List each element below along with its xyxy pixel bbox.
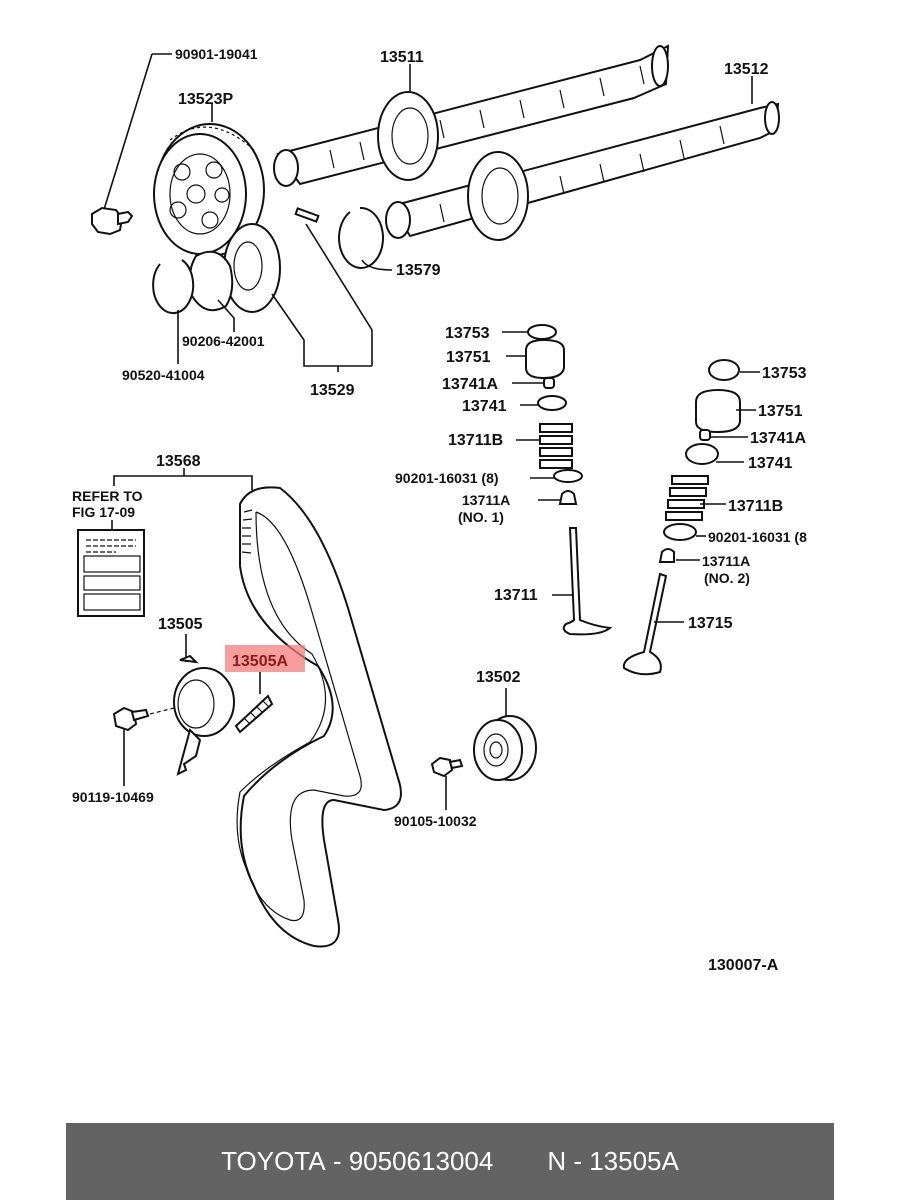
- label-13511[interactable]: 13511: [380, 49, 424, 66]
- label-v1-13741[interactable]: 13741: [462, 398, 507, 415]
- snap-ring-90520: [152, 259, 195, 364]
- timing-belt-13568: [113, 468, 402, 948]
- label-v2-no2[interactable]: (NO. 2): [704, 570, 750, 586]
- camshaft-13512: [385, 76, 780, 241]
- bolt-90119: [112, 706, 175, 786]
- part-number: 9050613004: [348, 1146, 494, 1176]
- idler-pulley-13502: [473, 688, 537, 781]
- bolt-90105: [430, 756, 464, 810]
- label-13529[interactable]: 13529: [310, 382, 355, 399]
- label-90206-42001[interactable]: 90206-42001: [182, 333, 265, 349]
- parts-diagram: 90901-19041 13523P 13511 13512: [72, 44, 807, 974]
- label-13512[interactable]: 13512: [724, 61, 769, 78]
- label-v1-13711[interactable]: 13711: [494, 587, 538, 604]
- reference-label-card: [77, 520, 145, 617]
- label-90119-10469[interactable]: 90119-10469: [72, 789, 154, 805]
- label-v1-13711b[interactable]: 13711B: [448, 432, 503, 449]
- brand-separator: -: [325, 1146, 349, 1176]
- label-v2-90201-16031[interactable]: 90201-16031 (8: [708, 529, 807, 545]
- valve-stack-1: [502, 324, 613, 636]
- fig-ref-text[interactable]: FIG 17-09: [72, 504, 135, 520]
- gear-13529: [223, 223, 372, 372]
- label-v1-13753[interactable]: 13753: [445, 325, 490, 342]
- label-13502[interactable]: 13502: [476, 669, 521, 686]
- label-v2-13715[interactable]: 13715: [688, 615, 733, 632]
- label-v2-13711b[interactable]: 13711B: [728, 498, 783, 515]
- snap-ring-13579: [294, 206, 393, 366]
- label-v1-13711a[interactable]: 13711A: [462, 492, 510, 508]
- highlight-box: [225, 645, 305, 672]
- label-v2-13711a[interactable]: 13711A: [702, 553, 750, 569]
- label-v2-13753[interactable]: 13753: [762, 365, 807, 382]
- label-v1-13751[interactable]: 13751: [446, 349, 491, 366]
- camshaft-13511: [273, 44, 670, 187]
- label-v2-13741[interactable]: 13741: [748, 455, 793, 472]
- label-13505[interactable]: 13505: [158, 616, 203, 633]
- label-13523p[interactable]: 13523P: [178, 91, 233, 108]
- label-v1-no1[interactable]: (NO. 1): [458, 509, 504, 525]
- label-13579[interactable]: 13579: [396, 262, 441, 279]
- ref-separator: -: [566, 1146, 590, 1176]
- label-90901-19041[interactable]: 90901-19041: [175, 46, 258, 62]
- ring-90206: [188, 250, 235, 332]
- label-90105-10032[interactable]: 90105-10032: [394, 813, 477, 829]
- label-v1-13741a[interactable]: 13741A: [442, 376, 498, 393]
- label-13568[interactable]: 13568: [156, 453, 201, 470]
- refer-to-text[interactable]: REFER TO: [72, 488, 143, 504]
- label-90520-41004[interactable]: 90520-41004: [122, 367, 205, 383]
- label-v1-90201-16031[interactable]: 90201-16031 (8): [395, 470, 499, 486]
- figure-id: 130007-A: [708, 957, 779, 974]
- label-13505a-highlighted[interactable]: 13505A: [232, 653, 288, 670]
- label-v2-13751[interactable]: 13751: [758, 403, 803, 420]
- bolt-90901: [91, 53, 172, 236]
- valve-stack-2: [622, 359, 760, 676]
- ref-code: 13505A: [589, 1146, 679, 1176]
- ref-prefix: N: [547, 1146, 567, 1176]
- spring-13505a: [234, 672, 274, 734]
- label-v2-13741a[interactable]: 13741A: [750, 430, 806, 447]
- brand-name: TOYOTA: [221, 1146, 326, 1176]
- tensioner-13505: [173, 634, 235, 776]
- part-info-footer: TOYOTA - 9050613004 N - 13505A: [66, 1123, 834, 1200]
